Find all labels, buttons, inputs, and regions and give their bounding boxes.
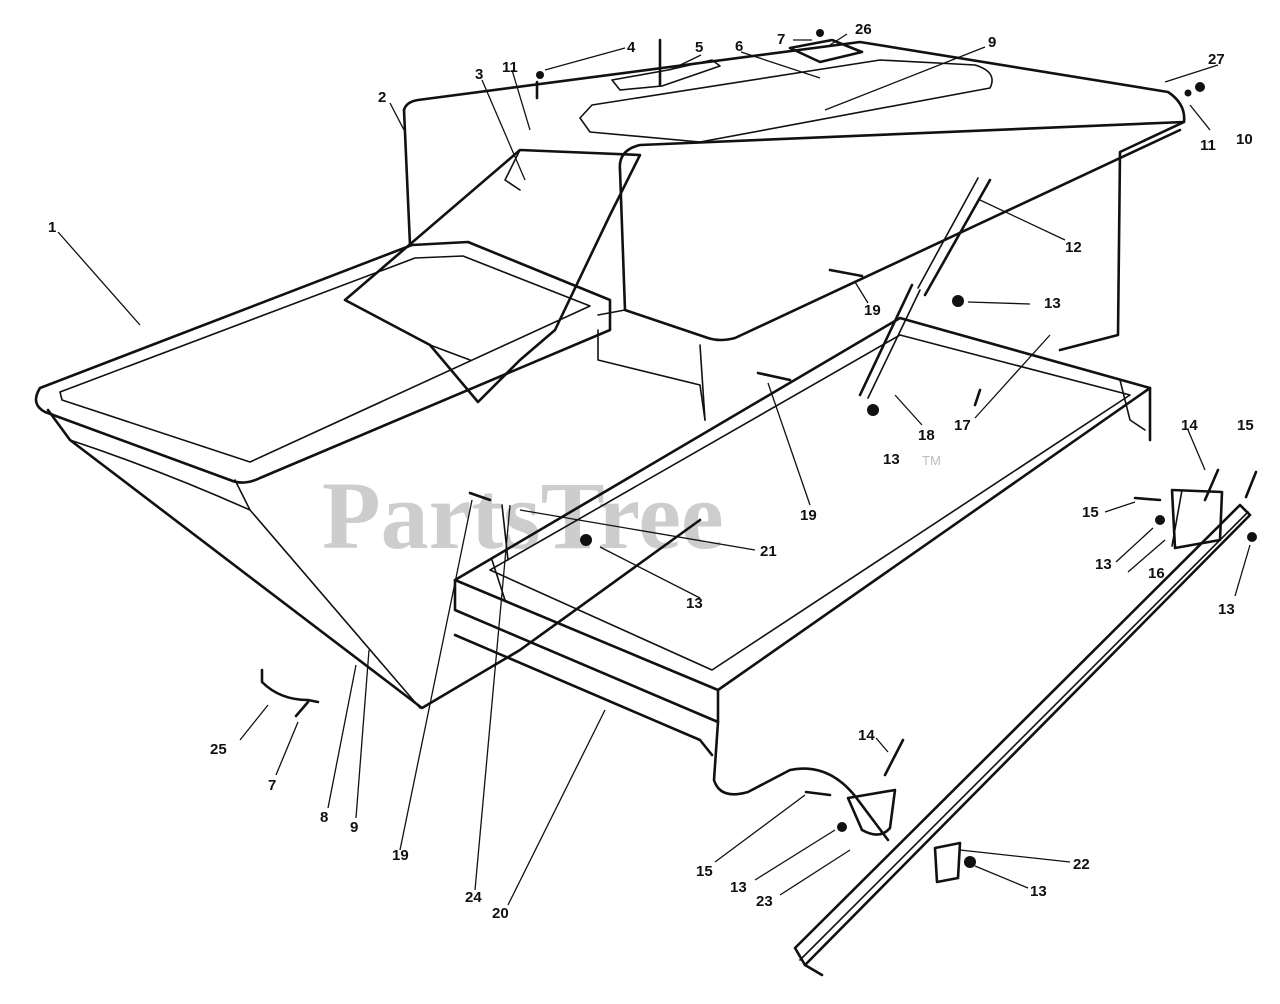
callout-20: 20 <box>492 905 509 922</box>
callout-19-upper: 19 <box>864 302 881 319</box>
leader-lines <box>57 33 1251 906</box>
grass-bag <box>34 240 706 710</box>
callout-17: 17 <box>954 417 971 434</box>
mounting-bar <box>793 503 1252 977</box>
callout-4: 4 <box>627 39 636 56</box>
callout-26: 26 <box>855 21 872 38</box>
callout-23: 23 <box>756 893 773 910</box>
linkage <box>260 177 1224 884</box>
callout-9-top: 9 <box>988 34 996 51</box>
callout-6: 6 <box>735 38 743 55</box>
callout-1: 1 <box>48 219 56 236</box>
callout-25: 25 <box>210 741 227 758</box>
callout-19-lower: 19 <box>392 847 409 864</box>
callout-18: 18 <box>918 427 935 444</box>
watermark: PartsTree <box>322 462 724 569</box>
callout-13-frame: 13 <box>686 595 703 612</box>
callout-21: 21 <box>760 543 777 560</box>
callout-13-right: 13 <box>1095 556 1112 573</box>
callout-5: 5 <box>695 39 703 56</box>
callout-9-bottom: 9 <box>350 819 358 836</box>
callouts: 1 2 3 4 5 6 7 26 9 27 10 11 11 12 19 13 … <box>48 21 1254 922</box>
callout-13-upper: 13 <box>1044 295 1061 312</box>
callout-3: 3 <box>475 66 483 83</box>
callout-15-right: 15 <box>1082 504 1099 521</box>
callout-13-mid: 13 <box>883 451 900 468</box>
callout-8: 8 <box>320 809 328 826</box>
callout-19-mid: 19 <box>800 507 817 524</box>
callout-11-right: 11 <box>1200 137 1216 154</box>
callout-27: 27 <box>1208 51 1225 68</box>
callout-15-bottom: 15 <box>696 863 713 880</box>
callout-12: 12 <box>1065 239 1082 256</box>
callout-14-bottom: 14 <box>858 727 875 744</box>
callout-14-right: 14 <box>1181 417 1198 434</box>
callout-11-left: 11 <box>502 59 518 76</box>
callout-7-top: 7 <box>777 31 785 48</box>
frame <box>453 316 1152 842</box>
callout-7-bottom: 7 <box>268 777 276 794</box>
callout-22: 22 <box>1073 856 1090 873</box>
discharge-chute <box>343 148 642 404</box>
callout-13-bottom: 13 <box>730 879 747 896</box>
hopper-top <box>402 38 1186 421</box>
callout-13-lower-right: 13 <box>1030 883 1047 900</box>
hardware <box>294 29 1258 868</box>
callout-24: 24 <box>465 889 482 906</box>
callout-10: 10 <box>1236 131 1253 148</box>
watermark-tm: TM <box>922 453 941 468</box>
callout-16: 16 <box>1148 565 1165 582</box>
callout-2: 2 <box>378 89 386 106</box>
callout-13-far-right: 13 <box>1218 601 1235 618</box>
callout-15-far-right: 15 <box>1237 417 1254 434</box>
